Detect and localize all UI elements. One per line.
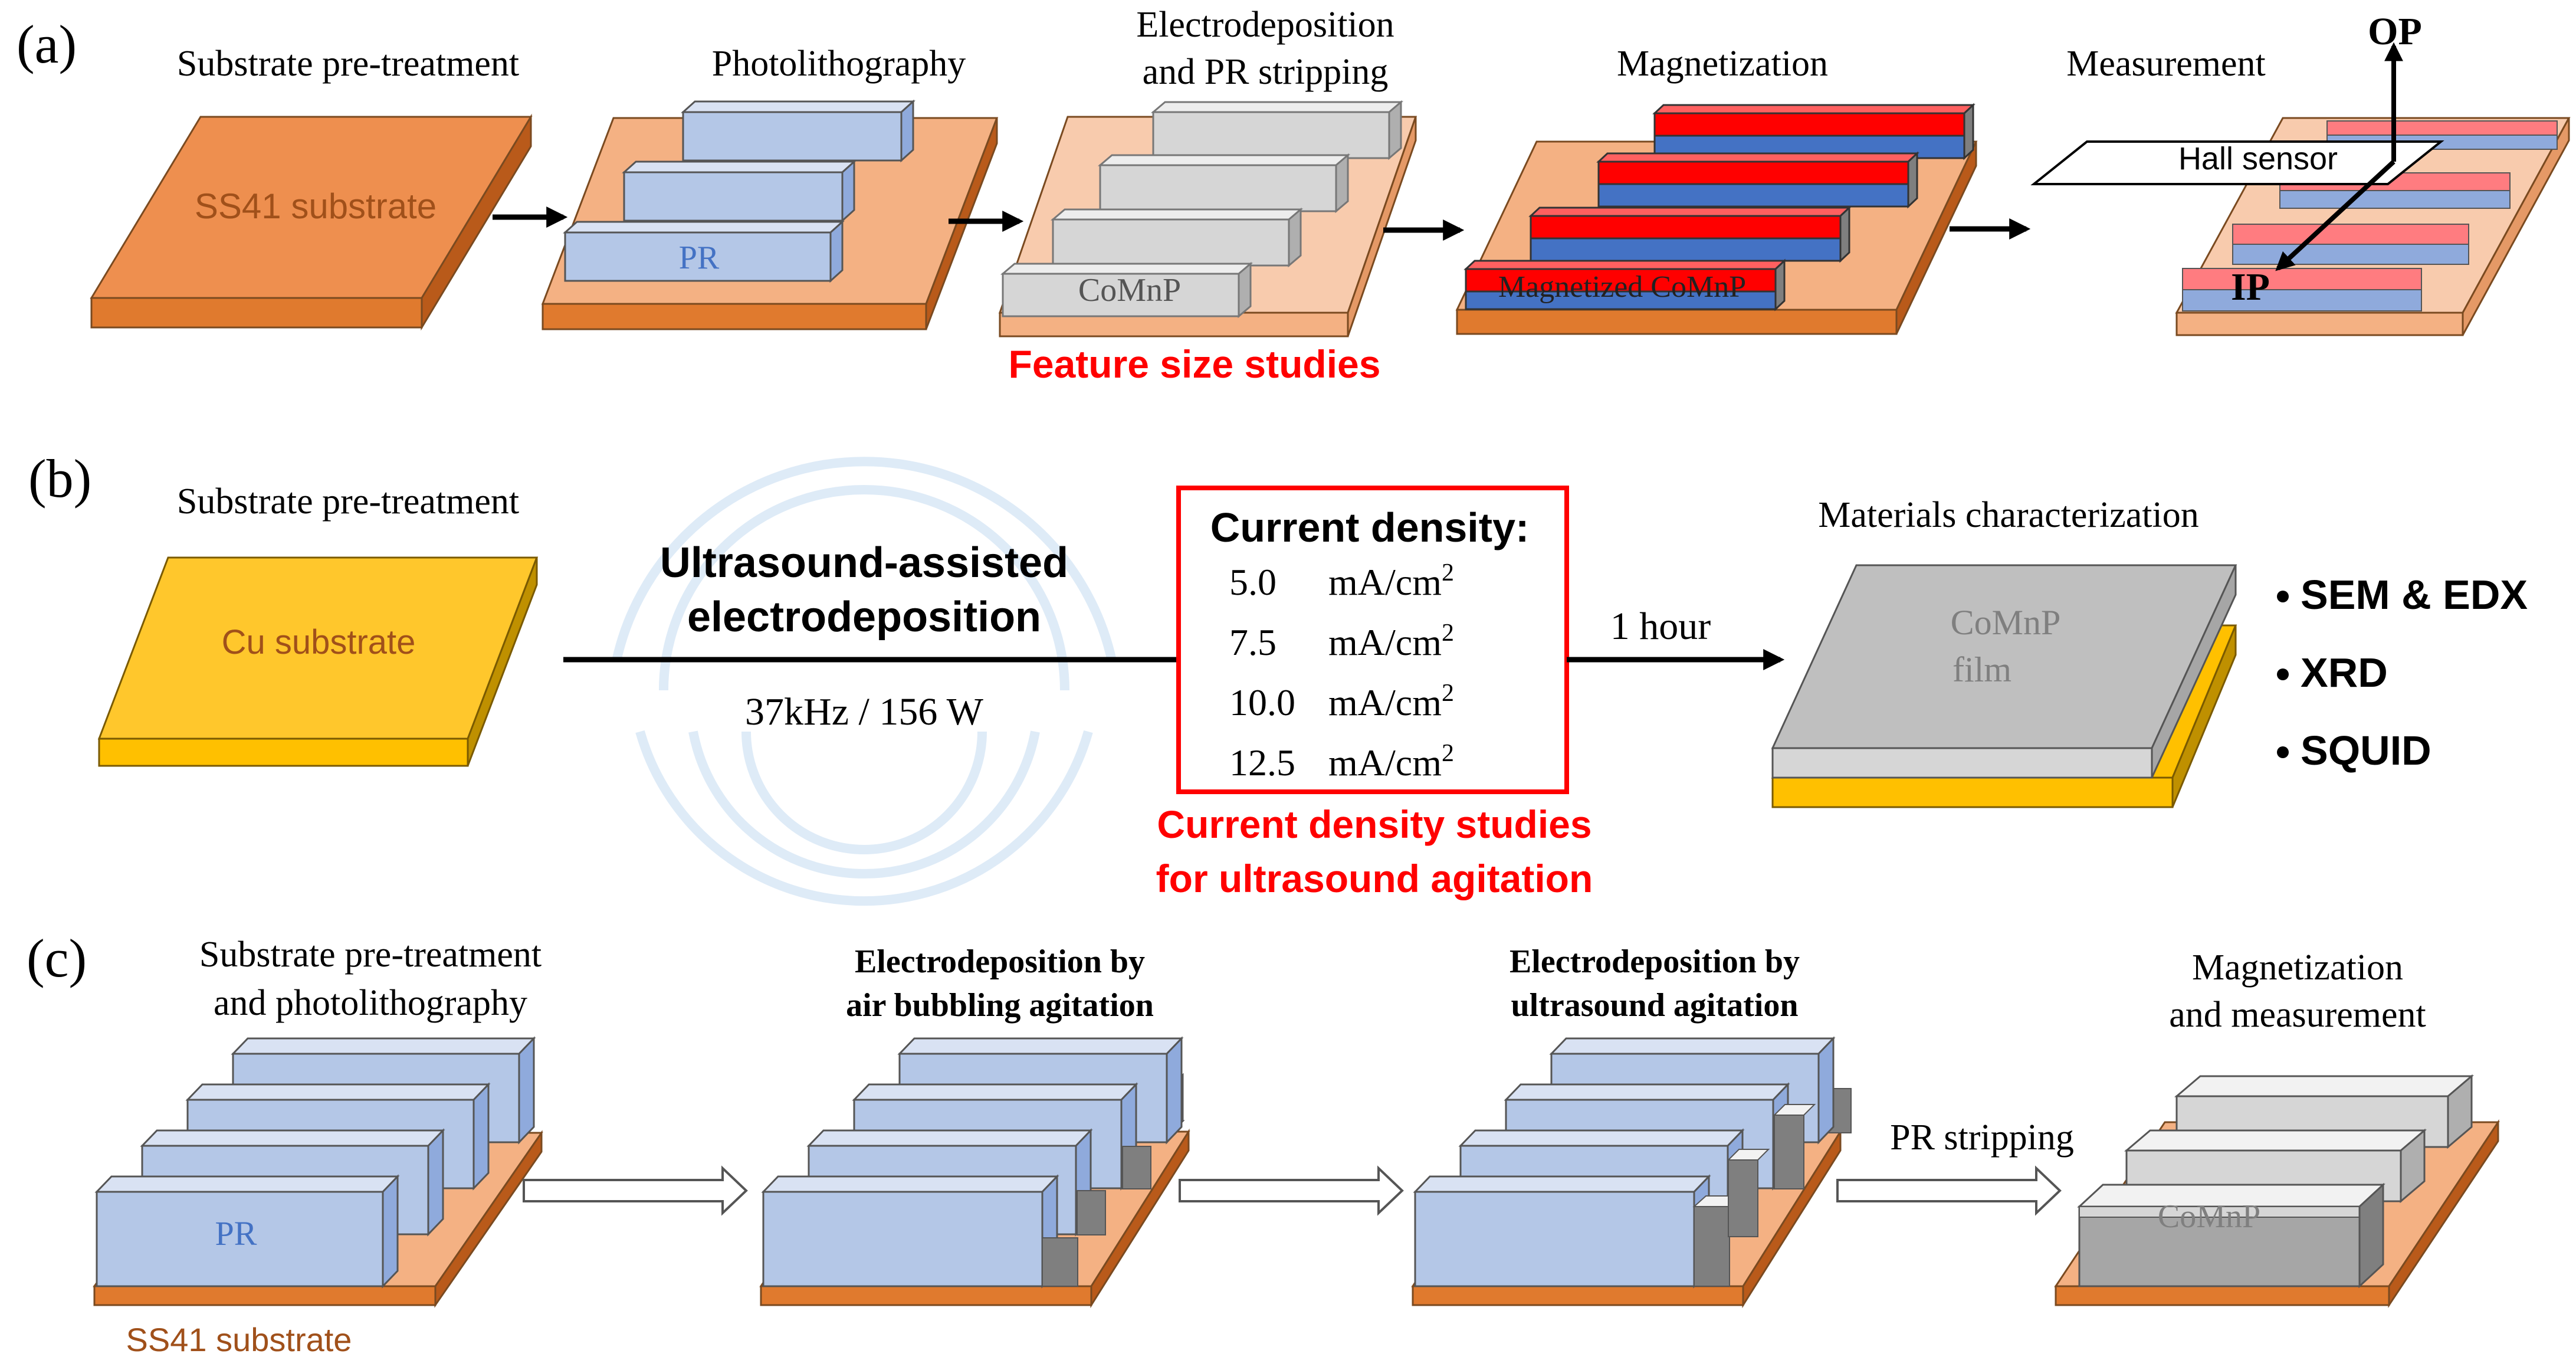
hollow-arrow-c3	[1836, 1165, 2062, 1216]
c-step1-title-2: and photolithography	[214, 983, 527, 1023]
current-density-value: 10.0	[1229, 681, 1295, 723]
c3-ultrasound-block	[1411, 1036, 1852, 1309]
step-pretreatment-title: Substrate pre-treatment	[177, 44, 519, 84]
c-step3-title-1: Electrodeposition by	[1509, 943, 1800, 980]
ss41-substrate-block: SS41 substrate	[90, 113, 533, 331]
film-label-2: film	[1952, 650, 2011, 689]
bullet-icon	[2277, 591, 2289, 602]
technique-item: SEM & EDX	[2301, 572, 2528, 618]
panel-a: (a) Substrate pre-treatment Photolithogr…	[17, 5, 2571, 386]
ss41-substrate-label: SS41 substrate	[195, 186, 437, 226]
hollow-arrow-c1	[523, 1165, 748, 1216]
c1-pr-pattern-block: PR	[93, 1036, 543, 1308]
pr-label: PR	[679, 240, 720, 276]
c4-comnp-block: CoMnP	[2054, 1074, 2500, 1308]
magnetized-comnp-label: Magnetized CoMnP	[1498, 270, 1746, 304]
c-substrate-label: SS41 substrate	[126, 1321, 352, 1358]
measurement-block	[2175, 117, 2571, 336]
photolithography-block: PR	[541, 99, 999, 330]
ultrasound-params: 37kHz / 156 W	[745, 690, 984, 733]
hall-sensor: Hall sensor	[2030, 140, 2444, 185]
c-step3-title-2: ultrasound agitation	[1511, 987, 1799, 1024]
step-electrodeposition-title-1: Electrodeposition	[1136, 5, 1394, 45]
panel-c-label: (c)	[27, 928, 87, 988]
current-density-unit: mA/cm	[1328, 742, 1442, 784]
op-label: OP	[2368, 10, 2422, 53]
characterization-technique-list: SEM & EDX XRD SQUID	[2277, 572, 2528, 774]
current-density-unit: mA/cm	[1328, 561, 1442, 603]
c-step4-title-1: Magnetization	[2192, 948, 2403, 988]
c-comnp-label: CoMnP	[2158, 1198, 2260, 1235]
current-density-unit-exponent: 2	[1442, 559, 1454, 586]
panel-c: (c) Substrate pre-treatment and photolit…	[27, 928, 2500, 1358]
electrodeposited-block: CoMnP	[998, 100, 1417, 337]
ip-label: IP	[2231, 266, 2270, 309]
c-step2-title-2: air bubbling agitation	[846, 987, 1154, 1024]
ultrasound-electrodeposition-title-1: Ultrasound-assisted	[660, 539, 1068, 586]
ultrasound-waves-icon	[612, 457, 1117, 906]
step-photolithography-title: Photolithography	[712, 44, 966, 84]
c-pr-label: PR	[215, 1214, 257, 1253]
ip-axis-arrow	[2275, 160, 2395, 271]
hollow-arrow-c2	[1179, 1165, 1404, 1216]
technique-item: SQUID	[2301, 727, 2431, 774]
panel-b-label: (b)	[28, 448, 91, 509]
current-density-value: 5.0	[1229, 561, 1276, 603]
characterization-title: Materials characterization	[1818, 495, 2198, 535]
current-density-item: 7.5 mA/cm2	[1229, 620, 1454, 663]
c-step2-title-1: Electrodeposition by	[855, 943, 1145, 980]
c-step1-title-1: Substrate pre-treatment	[199, 935, 542, 975]
comnp-label: CoMnP	[1078, 272, 1181, 309]
technique-item: XRD	[2301, 650, 2388, 696]
step-magnetization-title: Magnetization	[1617, 44, 1828, 84]
c-step4-title-2: and measurement	[2169, 995, 2426, 1035]
step-electrodeposition-title-2: and PR stripping	[1143, 52, 1389, 92]
current-density-studies-label-1: Current density studies	[1157, 802, 1591, 846]
magnetized-block: Magnetized CoMnP	[1455, 103, 1978, 335]
feature-size-studies-label: Feature size studies	[1009, 342, 1381, 386]
current-density-unit: mA/cm	[1328, 621, 1442, 663]
cu-substrate-label: Cu substrate	[222, 623, 416, 661]
bullet-icon	[2277, 746, 2289, 758]
current-density-item: 5.0 mA/cm2	[1229, 559, 1454, 603]
current-density-unit: mA/cm	[1328, 681, 1442, 723]
c2-air-bubbling-block	[759, 1036, 1190, 1309]
panel-b: (b) Substrate pre-treatment Cu substrate…	[28, 448, 2528, 906]
current-density-item: 10.0 mA/cm2	[1229, 680, 1454, 723]
b-pretreatment-title: Substrate pre-treatment	[177, 481, 519, 522]
comnp-film-block: CoMnP film	[1771, 564, 2237, 808]
current-density-item: 12.5 mA/cm2	[1229, 740, 1454, 784]
pr-stripping-label: PR stripping	[1890, 1117, 2074, 1158]
current-density-value: 7.5	[1229, 621, 1276, 663]
hall-sensor-label: Hall sensor	[2178, 141, 2338, 176]
current-density-value: 12.5	[1229, 742, 1295, 784]
current-density-unit-exponent: 2	[1442, 620, 1454, 647]
panel-a-label: (a)	[17, 14, 77, 74]
step-measurement-title: Measurement	[2066, 44, 2265, 84]
film-label-1: CoMnP	[1951, 603, 2061, 642]
bullet-icon	[2277, 668, 2289, 680]
duration-label: 1 hour	[1610, 605, 1711, 648]
current-density-unit-exponent: 2	[1442, 680, 1454, 707]
ultrasound-electrodeposition-title-2: electrodeposition	[687, 594, 1041, 641]
cu-substrate-block: Cu substrate	[97, 556, 539, 767]
current-density-unit-exponent: 2	[1442, 740, 1454, 767]
current-density-studies-label-2: for ultrasound agitation	[1156, 857, 1593, 900]
current-density-title: Current density:	[1210, 504, 1530, 550]
